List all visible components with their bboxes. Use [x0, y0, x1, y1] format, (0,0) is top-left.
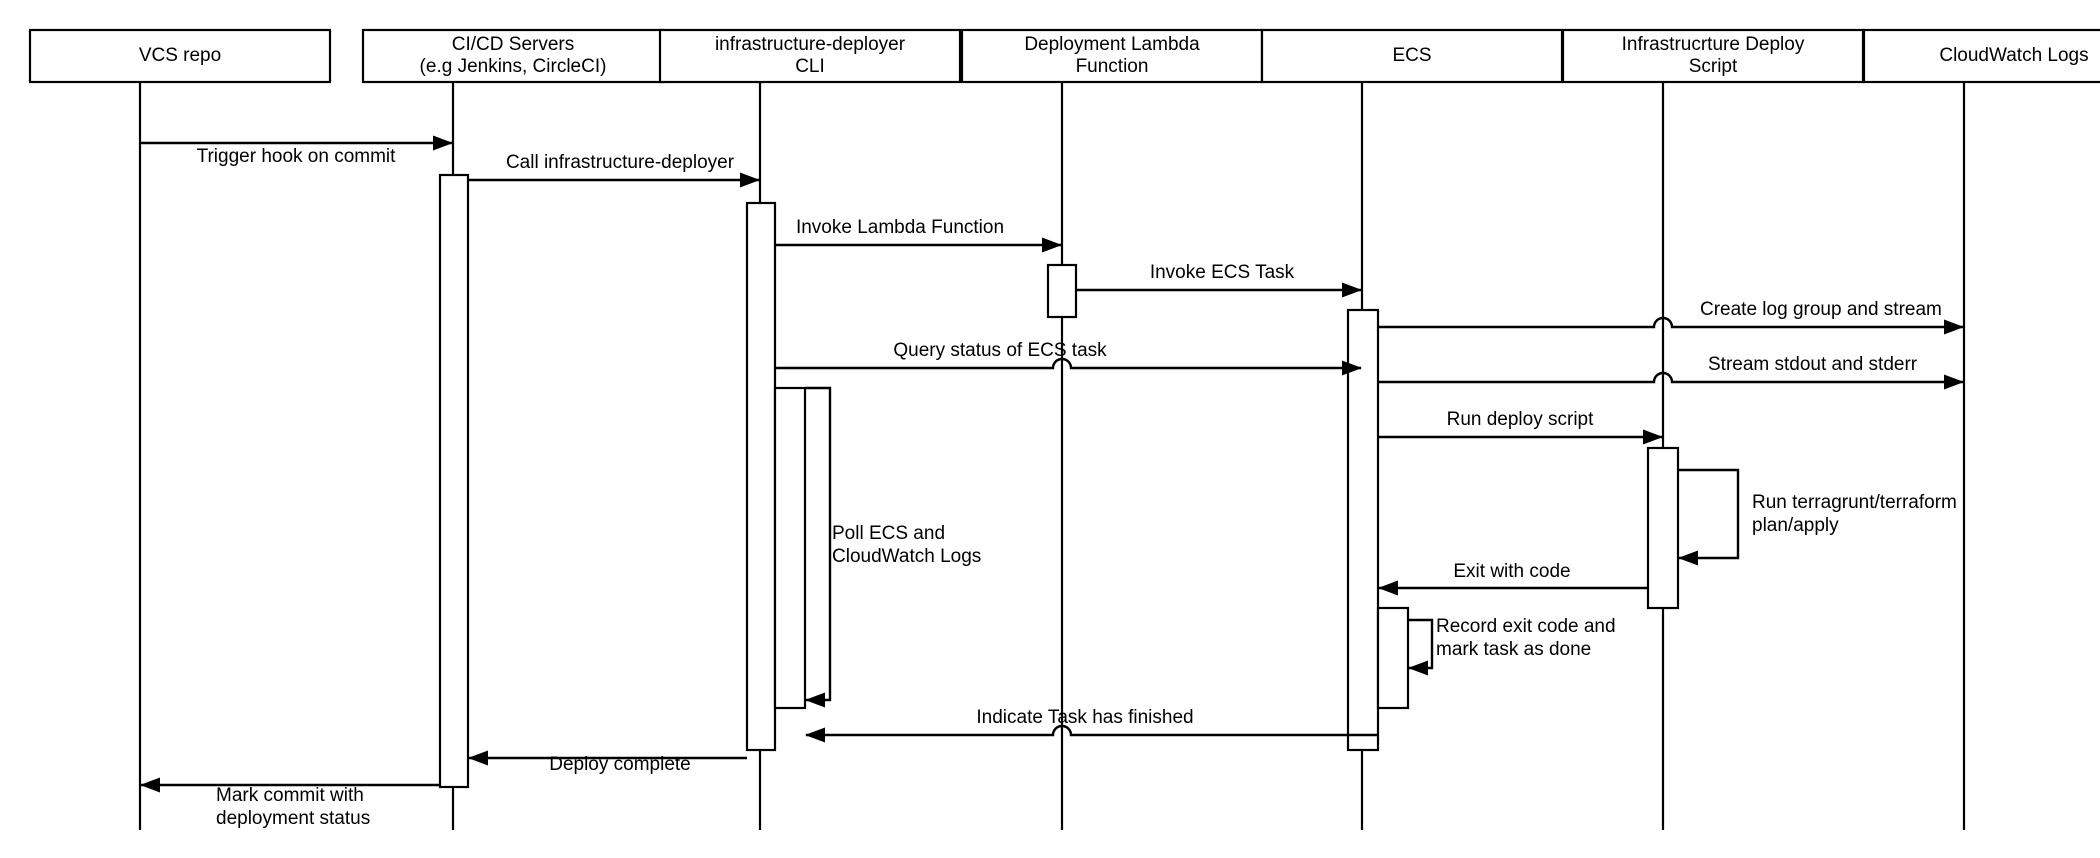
message-arrowhead — [1944, 319, 1964, 335]
activation-bar-cli — [773, 386, 807, 710]
message-m8: Run deploy script — [1378, 409, 1663, 445]
activations-layer — [438, 173, 1680, 789]
message-line — [1378, 316, 1963, 329]
message-label: Deploy complete — [549, 754, 691, 775]
activation-bar-deploy — [1646, 446, 1680, 610]
activation-bar-cli — [745, 201, 777, 752]
self-message-arrowhead — [1408, 660, 1428, 676]
participant-label: VCS repo — [139, 45, 221, 66]
message-m5: Create log group and stream — [1378, 299, 1964, 335]
messages-layer: Trigger hook on commit Call infrastructur… — [140, 135, 1964, 829]
self-message-arrowhead — [1678, 550, 1698, 566]
participant-box[interactable] — [1862, 28, 2100, 84]
participant-box[interactable] — [960, 28, 1264, 84]
self-message-arrowhead — [805, 692, 825, 708]
participant-label: CloudWatch Logs — [1939, 45, 2088, 66]
message-arrowhead — [468, 750, 488, 766]
message-line — [1378, 371, 1963, 384]
participant-label: ECS — [1392, 45, 1431, 66]
message-m6: Query status of ECS task — [775, 340, 1362, 376]
message-m1: Trigger hook on commit — [140, 135, 453, 167]
message-label: Run deploy script — [1447, 409, 1595, 430]
message-arrowhead — [1944, 374, 1964, 390]
participant-ecs[interactable]: ECS — [1260, 28, 1564, 84]
message-m7: Stream stdout and stderr — [1378, 354, 1964, 390]
self-message-path — [1408, 618, 1434, 670]
message-arrowhead — [1643, 429, 1663, 445]
message-label: Invoke ECS Task — [1150, 262, 1295, 283]
message-label: Stream stdout and stderr — [1708, 354, 1918, 375]
message-m14: Deploy complete — [468, 750, 747, 775]
message-m13: Indicate Task has finished — [805, 707, 1378, 743]
participant-box[interactable] — [28, 28, 332, 84]
message-label: Create log group and stream — [1700, 299, 1942, 320]
message-arrowhead — [140, 777, 160, 793]
participant-label: CI/CD Servers(e.g Jenkins, CircleCI) — [420, 34, 607, 77]
participant-cicd[interactable]: CI/CD Servers(e.g Jenkins, CircleCI) — [361, 28, 665, 84]
message-arrowhead — [1042, 237, 1062, 253]
message-arrowhead — [1342, 360, 1362, 376]
participant-box[interactable] — [1561, 28, 1865, 84]
activation-bar-ecs — [1376, 606, 1410, 710]
self-message-path — [1678, 468, 1740, 560]
message-m11: Exit with code — [1378, 561, 1648, 596]
message-arrowhead — [433, 135, 453, 151]
message-arrowhead — [805, 727, 825, 743]
participant-vcs[interactable]: VCS repo — [28, 28, 332, 84]
message-label: Call infrastructure-deployer — [506, 152, 735, 173]
message-label: Indicate Task has finished — [976, 707, 1193, 728]
message-arrowhead — [740, 172, 760, 188]
participant-box[interactable] — [658, 28, 962, 84]
participant-cwlogs[interactable]: CloudWatch Logs — [1862, 28, 2100, 84]
participant-box[interactable] — [1260, 28, 1564, 84]
message-m4: Invoke ECS Task — [1076, 262, 1362, 298]
message-m2: Call infrastructure-deployer — [468, 152, 760, 188]
message-line — [775, 357, 1361, 370]
participant-box[interactable] — [361, 28, 665, 84]
message-label: Invoke Lambda Function — [796, 217, 1004, 238]
activation-bar-lambda — [1046, 263, 1078, 319]
message-arrowhead — [1378, 580, 1398, 596]
message-label: Exit with code — [1453, 561, 1570, 582]
activation-bar-ecs — [1346, 308, 1380, 752]
participants-layer: VCS repo CI/CD Servers(e.g Jenkins, Circl… — [28, 28, 2100, 84]
activation-bar-cicd — [438, 173, 470, 789]
message-label: Query status of ECS task — [893, 340, 1107, 361]
message-label: Trigger hook on commit — [197, 146, 397, 167]
message-m3: Invoke Lambda Function — [775, 217, 1062, 253]
message-line — [806, 724, 1378, 737]
message-arrowhead — [1342, 282, 1362, 298]
self-message-path — [805, 386, 832, 702]
